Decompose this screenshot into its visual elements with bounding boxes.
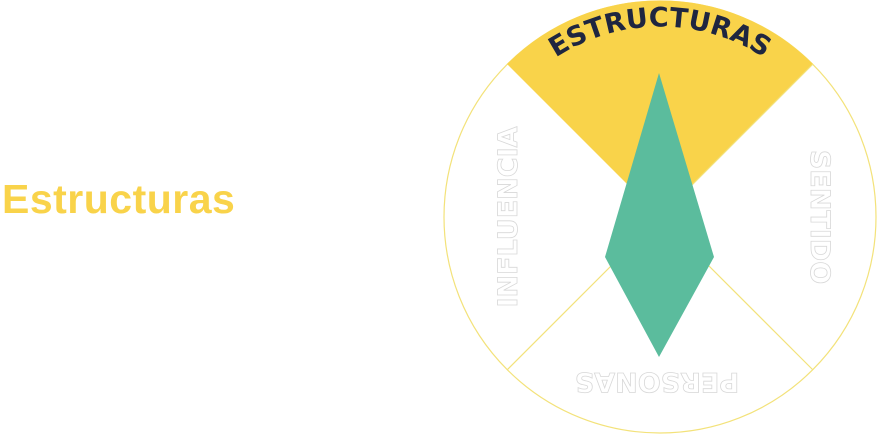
sector-label-influencia[interactable]: INFLUENCIA	[493, 126, 525, 308]
compass-diamond	[605, 73, 714, 357]
section-heading: Estructuras	[2, 176, 236, 222]
sector-label-personas[interactable]: PERSONAS	[574, 366, 739, 398]
sector-label-sentido[interactable]: SENTIDO	[804, 149, 836, 284]
